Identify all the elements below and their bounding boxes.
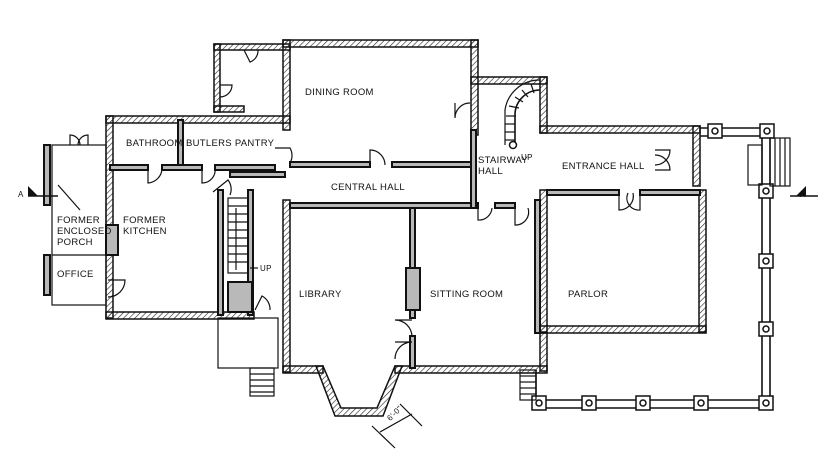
door-library bbox=[477, 207, 493, 221]
door-sitting-library bbox=[394, 319, 413, 338]
wall-dining-top bbox=[282, 39, 479, 48]
newel-post bbox=[508, 140, 518, 150]
label-enclosed-porch-3: PORCH bbox=[57, 237, 93, 248]
label-stair-up-main: UP bbox=[521, 153, 533, 162]
label-entrance-hall: ENTRANCE HALL bbox=[562, 161, 645, 172]
partition-hall-top-left bbox=[229, 171, 286, 178]
wall-pantry-top bbox=[105, 115, 291, 124]
wall-entrance-right bbox=[692, 125, 701, 187]
wall-vestibule-left bbox=[213, 43, 221, 113]
door-vestibule-top bbox=[243, 49, 259, 63]
wall-parlor-left bbox=[539, 189, 548, 333]
partition-pantry-bottom bbox=[214, 164, 276, 171]
door-pantry-hall bbox=[275, 147, 293, 164]
partition-library-sitting-2 bbox=[409, 335, 416, 369]
wall-parlor-bottom bbox=[539, 325, 707, 334]
label-butlers-pantry: BUTLERS PANTRY bbox=[186, 138, 275, 149]
bay-dimension bbox=[371, 403, 423, 449]
main-stair bbox=[504, 79, 541, 150]
label-office: OFFICE bbox=[57, 269, 94, 280]
partition-kitchen-right bbox=[217, 189, 224, 316]
partition-hall-bottom bbox=[289, 202, 479, 209]
wall-dining-left bbox=[282, 39, 291, 131]
partition-fireplace-sitting bbox=[405, 267, 421, 311]
door-swings bbox=[107, 49, 671, 360]
partition-bath-bottom-2 bbox=[161, 164, 203, 171]
partition-library-sitting bbox=[409, 207, 416, 319]
door-pantry-kitchen bbox=[201, 167, 216, 184]
door-back-porch bbox=[254, 295, 271, 311]
door-stair-exterior bbox=[454, 102, 471, 119]
back-porch bbox=[217, 281, 279, 397]
wall-vestibule-top bbox=[213, 43, 291, 51]
label-stairway-hall-2: HALL bbox=[478, 166, 503, 177]
section-marker-left bbox=[28, 186, 58, 197]
label-bathroom: BATHROOM bbox=[126, 138, 183, 149]
door-entrance-front bbox=[654, 149, 671, 166]
front-steps bbox=[747, 137, 791, 187]
wall-kitchen-left bbox=[105, 115, 114, 319]
label-enclosed-porch-1: FORMER bbox=[57, 215, 100, 226]
wall-entrance-top bbox=[539, 125, 701, 134]
door-vestibule bbox=[219, 84, 233, 98]
label-parlor: PARLOR bbox=[568, 289, 609, 300]
label-stairway-hall-1: STAIRWAY bbox=[478, 155, 529, 166]
label-library: LIBRARY bbox=[299, 289, 342, 300]
label-dining-room: DINING ROOM bbox=[305, 87, 374, 98]
label-former-kitchen-1: FORMER bbox=[123, 215, 166, 226]
wall-vestibule-bottom bbox=[213, 105, 245, 113]
exterior-walls bbox=[105, 39, 707, 417]
wall-stair-right bbox=[539, 76, 548, 134]
door-entrance-front-2 bbox=[654, 154, 671, 171]
partition-stair-hall bbox=[470, 129, 477, 209]
door-bath bbox=[147, 167, 163, 184]
interior-walls bbox=[105, 119, 701, 369]
partition-dining-bottom bbox=[289, 161, 371, 168]
label-sitting-room: SITTING ROOM bbox=[430, 289, 504, 300]
wall-sitting-right bbox=[539, 332, 548, 372]
bay-window-wall bbox=[314, 365, 404, 417]
door-dining-hall bbox=[369, 149, 386, 166]
enclosed-porch bbox=[43, 134, 107, 306]
label-enclosed-porch-2: ENCLOSED bbox=[57, 226, 112, 237]
back-stair bbox=[227, 197, 258, 274]
partition-entrance-bottom bbox=[546, 189, 620, 196]
side-steps bbox=[519, 369, 537, 401]
door-hall-sitting bbox=[514, 207, 530, 226]
label-section-marker-left: A bbox=[18, 190, 24, 199]
partition-entrance-bottom-2 bbox=[639, 189, 701, 196]
section-marker-right bbox=[790, 186, 818, 197]
label-central-hall: CENTRAL HALL bbox=[331, 182, 405, 193]
wall-library-left bbox=[282, 199, 291, 373]
label-former-kitchen-2: KITCHEN bbox=[123, 226, 167, 237]
label-stair-up-back: UP bbox=[260, 264, 272, 273]
partition-hall-bottom-2 bbox=[494, 202, 516, 209]
door-entrance-parlor-2 bbox=[626, 192, 641, 211]
door-kitchen-hall bbox=[212, 179, 232, 196]
wall-dining-right bbox=[470, 39, 479, 136]
partition-sitting-parlor bbox=[534, 199, 541, 334]
partition-bath-bottom bbox=[109, 164, 149, 171]
door-kitchen-exterior bbox=[107, 279, 126, 298]
partition-dining-bottom-2 bbox=[391, 161, 477, 168]
wall-parlor-right bbox=[698, 189, 707, 333]
door-sitting-library-2 bbox=[394, 341, 413, 360]
label-section-marker-right: A bbox=[800, 190, 806, 199]
